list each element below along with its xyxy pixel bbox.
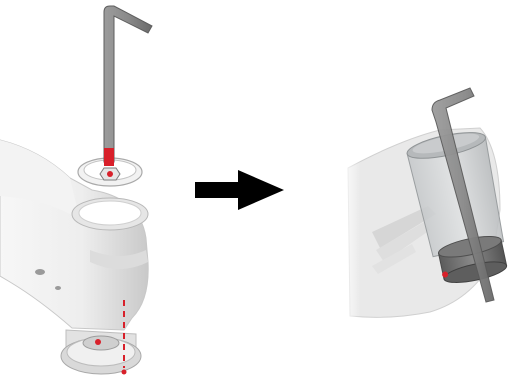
- marker-dot-base: [95, 339, 101, 345]
- hex-key: [103, 5, 153, 166]
- right-arrow-icon: [195, 170, 284, 210]
- panel-before: [0, 5, 153, 375]
- aerator-cap: [77, 157, 143, 187]
- alignment-marks: [121, 300, 127, 375]
- base-flange: [60, 329, 142, 375]
- marker-dot-cap: [107, 171, 113, 177]
- key-tip-mark: [104, 148, 114, 166]
- spout-slot: [35, 269, 45, 275]
- spout-body: [0, 139, 149, 331]
- panel-after: [340, 87, 508, 340]
- spout-hole: [55, 286, 61, 290]
- hex-key-inserted: [431, 87, 495, 303]
- aerator-ring: [71, 197, 149, 231]
- aerator-cartridge: [406, 132, 508, 283]
- marker-dot-cartridge: [442, 271, 449, 278]
